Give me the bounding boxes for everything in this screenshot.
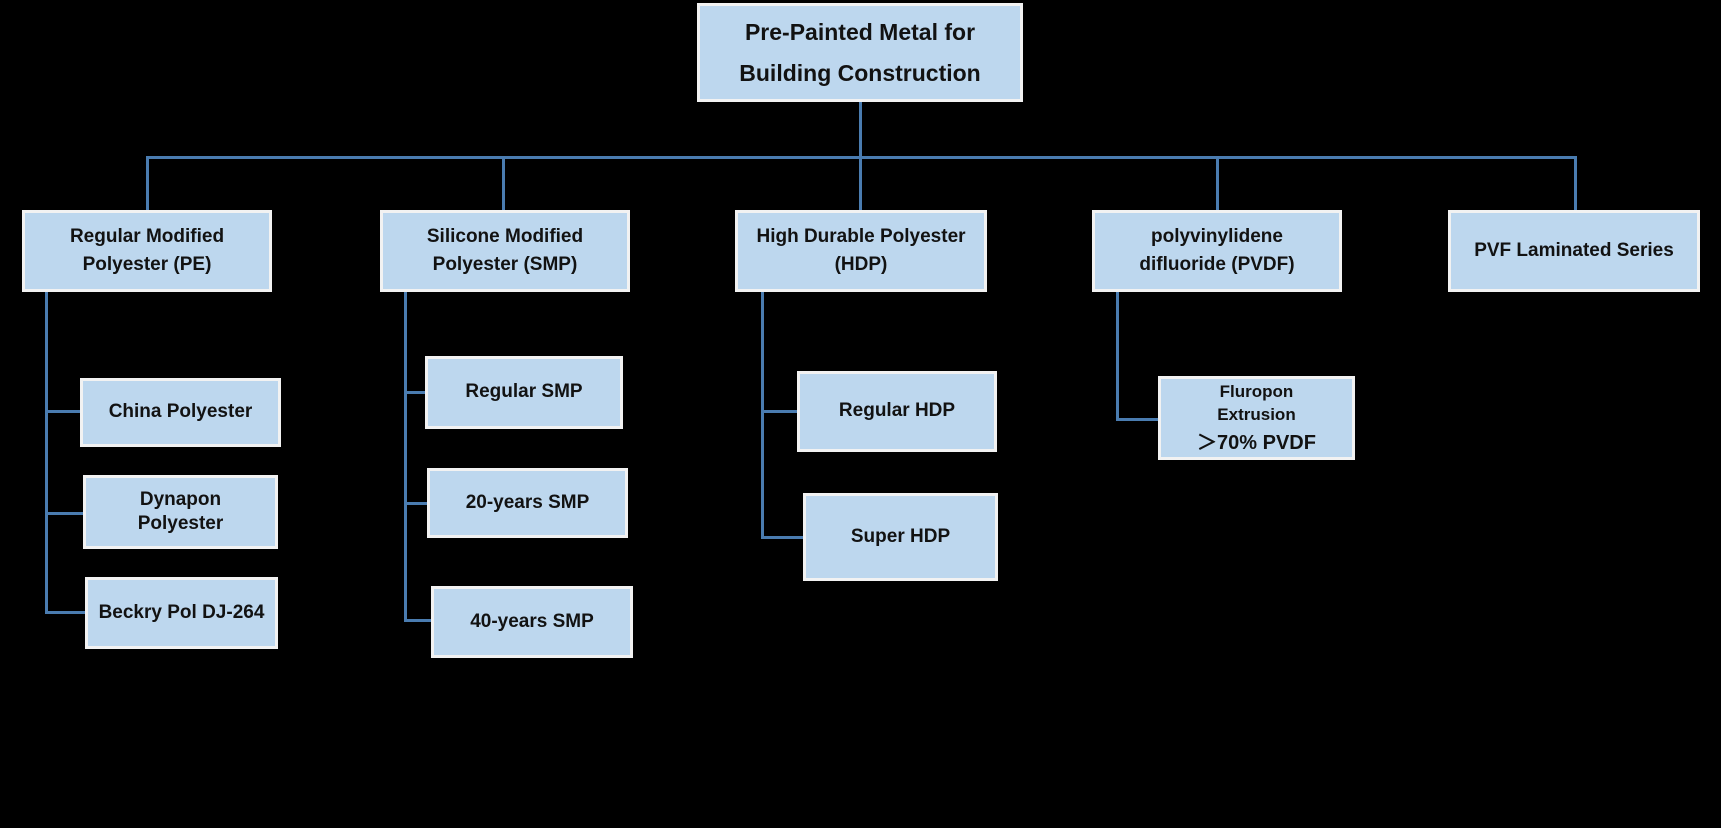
node-regular-hdp: Regular HDP [797, 371, 997, 452]
node-super-hdp-label: Super HDP [850, 525, 951, 547]
node-20-years-smp-label: 20-years SMP [465, 491, 590, 513]
node-root: Pre-Painted Metal for Building Construct… [697, 3, 1023, 102]
connector-pvdf-child-1 [1116, 418, 1158, 421]
node-regular-modified-polyester-label: Regular Modified Polyester (PE) [69, 225, 225, 276]
node-fluropon-extrusion-sublabel: ＞70% PVDF [1197, 431, 1316, 454]
node-beckry-pol-dj264-label: Beckry Pol DJ-264 [98, 601, 265, 623]
node-high-durable-polyester: High Durable Polyester (HDP) [735, 210, 987, 292]
connector-pe-child-1 [45, 410, 80, 413]
node-regular-smp: Regular SMP [425, 356, 623, 429]
node-regular-modified-polyester: Regular Modified Polyester (PE) [22, 210, 272, 292]
connector-drop-pvf [1574, 156, 1577, 210]
node-polyvinylidene-difluoride-label: polyvinylidene difluoride (PVDF) [1139, 225, 1295, 276]
node-silicone-modified-polyester-label: Silicone Modified Polyester (SMP) [426, 225, 584, 276]
connector-smp-spine [404, 292, 407, 622]
connector-root-stem [859, 100, 862, 157]
connector-pe-spine [45, 292, 48, 614]
node-20-years-smp: 20-years SMP [427, 468, 628, 538]
node-polyvinylidene-difluoride: polyvinylidene difluoride (PVDF) [1092, 210, 1342, 292]
connector-drop-hdp [859, 156, 862, 210]
node-regular-smp-label: Regular SMP [465, 381, 583, 403]
connector-pe-child-2 [45, 512, 83, 515]
node-40-years-smp-label: 40-years SMP [470, 610, 594, 632]
node-beckry-pol-dj264: Beckry Pol DJ-264 [85, 577, 278, 649]
connector-smp-child-1 [404, 391, 425, 394]
connector-drop-pvdf [1216, 156, 1219, 210]
connector-hdp-spine [761, 292, 764, 539]
node-pvf-laminated-series: PVF Laminated Series [1448, 210, 1700, 292]
node-dynapon-polyester-label: Dynapon Polyester [137, 488, 224, 534]
node-china-polyester-label: China Polyester [108, 401, 253, 423]
node-china-polyester: China Polyester [80, 378, 281, 447]
node-pvf-laminated-series-label: PVF Laminated Series [1474, 239, 1674, 261]
node-regular-hdp-label: Regular HDP [838, 400, 956, 422]
node-root-label: Pre-Painted Metal for Building Construct… [739, 19, 981, 86]
connector-pvdf-spine [1116, 292, 1119, 421]
node-super-hdp: Super HDP [803, 493, 998, 581]
connector-drop-pe [146, 156, 149, 210]
node-dynapon-polyester: Dynapon Polyester [83, 475, 278, 549]
node-40-years-smp: 40-years SMP [431, 586, 633, 658]
connector-hdp-child-1 [761, 410, 797, 413]
connector-pe-child-3 [45, 611, 85, 614]
node-fluropon-extrusion-label: Fluropon Extrusion [1217, 382, 1296, 424]
connector-hdp-child-2 [761, 536, 803, 539]
node-high-durable-polyester-label: High Durable Polyester (HDP) [756, 225, 966, 276]
connector-smp-child-3 [404, 619, 431, 622]
connector-smp-child-2 [404, 502, 427, 505]
node-fluropon-extrusion: Fluropon Extrusion ＞70% PVDF [1158, 376, 1355, 460]
connector-drop-smp [502, 156, 505, 210]
node-silicone-modified-polyester: Silicone Modified Polyester (SMP) [380, 210, 630, 292]
